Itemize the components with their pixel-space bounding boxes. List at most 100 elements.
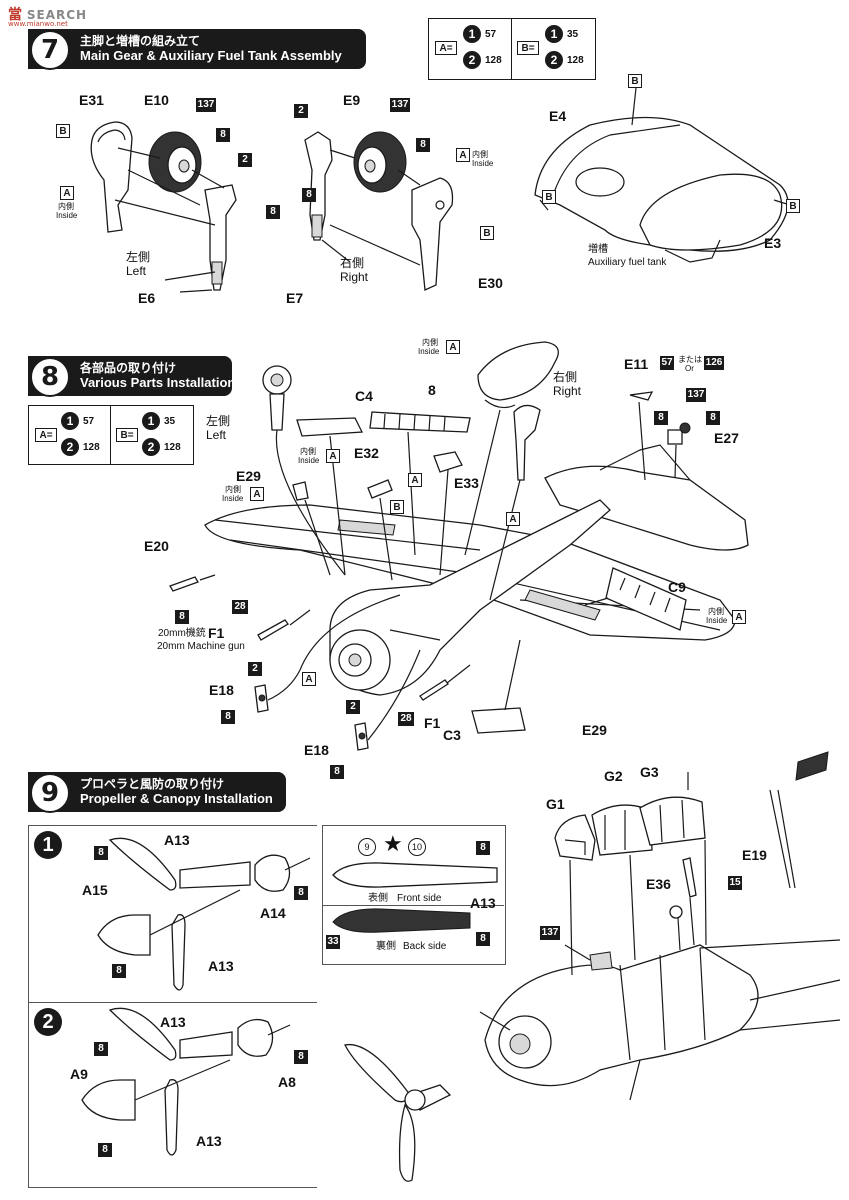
s9-color-8-g: 8	[476, 841, 490, 855]
s8-color-a-2: A	[326, 449, 340, 463]
label-a14: A14	[260, 905, 286, 921]
label-f1-left: F1	[208, 625, 225, 641]
front-ja: 表側	[368, 893, 388, 904]
s8-inside-ja-3: 内側	[225, 485, 241, 494]
color-b-e31: B	[56, 124, 70, 138]
label-e30: E30	[478, 275, 503, 291]
key-b-label: B=	[517, 41, 539, 55]
s8-color-8-a: 8	[654, 411, 668, 425]
label-a13-2b: A13	[196, 1133, 222, 1149]
s8-color-8-d: 8	[221, 710, 235, 724]
key8-a-label: A=	[35, 428, 57, 442]
aircraft-fuselage	[329, 499, 611, 696]
drop-tank	[534, 116, 789, 263]
side-sketch	[769, 751, 829, 889]
label-a9: A9	[70, 1066, 88, 1082]
key-a-step1: 1	[463, 25, 481, 43]
key-b-step1: 1	[545, 25, 563, 43]
color-b-e30: B	[480, 226, 494, 240]
s8-color-126: 126	[704, 356, 724, 370]
watermark-brand: 當	[8, 7, 22, 23]
watermark-url: www.mianwo.net	[8, 20, 68, 28]
wheel-e9	[353, 131, 407, 193]
step8-title-en: Various Parts Installation	[80, 375, 236, 390]
s9-color-8-a: 8	[94, 846, 108, 860]
label-c9: C9	[668, 579, 686, 595]
part-c3	[471, 707, 526, 734]
step7-number: 7	[30, 30, 70, 70]
label-a8: A8	[278, 1074, 296, 1090]
gun-en: 20mm Machine gun	[157, 641, 245, 652]
color-a-e31: A	[60, 186, 74, 200]
propeller-step9	[344, 1043, 452, 1182]
key-b-step2: 2	[545, 51, 563, 69]
label-e29-bottom: E29	[582, 722, 607, 738]
label-e18-left: E18	[209, 682, 234, 698]
step7-title-ja: 主脚と増槽の組み立て	[80, 34, 201, 48]
s8-inside-ja-4: 内側	[708, 607, 724, 616]
color-137-a: 137	[196, 98, 216, 112]
step8-header: 8 各部品の取り付け Various Parts Installation	[28, 356, 236, 397]
s8-inside-en-3: Inside	[222, 494, 244, 503]
key8-b-c1: 35	[164, 416, 176, 427]
s8-color-2-a: 2	[248, 662, 262, 676]
strut-left	[204, 184, 237, 291]
label-c3: C3	[443, 727, 461, 743]
left-ja: 左側	[126, 250, 151, 264]
label-e11: E11	[624, 356, 649, 372]
propeller-assembly-1	[97, 837, 311, 991]
or-ja: または	[678, 355, 702, 364]
label-e9: E9	[343, 92, 361, 108]
s9-color-9: 9	[358, 838, 376, 856]
color-8-b: 8	[266, 205, 280, 219]
blade-panel-divider	[322, 905, 504, 906]
label-e31: E31	[79, 92, 104, 108]
watermark: 當 SEARCH www.mianwo.net	[8, 4, 87, 28]
blade-back-side	[332, 908, 471, 933]
back-en: Back side	[403, 941, 447, 952]
s8-inside-en-1: Inside	[418, 347, 440, 356]
label-a13-2a: A13	[160, 1014, 186, 1030]
blade-front-side	[332, 862, 498, 888]
color-8-c: 8	[416, 138, 430, 152]
s8-color-8-e: 8	[330, 765, 344, 779]
step7-header: 7 主脚と増槽の組み立て Main Gear & Auxiliary Fuel …	[28, 29, 366, 70]
tank-en: Auxiliary fuel tank	[588, 257, 667, 268]
s9-color-15: 15	[728, 876, 742, 890]
gear-door-e30	[411, 177, 454, 291]
key8-b-step2: 2	[142, 438, 160, 456]
step9-number: 9	[30, 773, 70, 813]
left-en: Left	[126, 264, 147, 278]
key-a-label: A=	[435, 41, 457, 55]
label-a13-1a: A13	[164, 832, 190, 848]
s8-color-28-b: 28	[398, 712, 414, 726]
strut-right	[304, 131, 333, 241]
part-e19	[682, 857, 697, 898]
inside-ja-a: 内側	[58, 202, 74, 211]
label-g2: G2	[604, 768, 623, 784]
s8-color-a-7: A	[302, 672, 316, 686]
s9-color-8-h: 8	[476, 932, 490, 946]
s9-color-8-e: 8	[294, 1050, 308, 1064]
label-e7: E7	[286, 290, 304, 306]
back-ja: 裏側	[376, 941, 396, 952]
label-c4: C4	[355, 388, 373, 404]
step9-header: 9 プロペラと風防の取り付け Propeller & Canopy Instal…	[28, 772, 286, 813]
key-b-c1: 35	[567, 29, 579, 40]
part-c8	[369, 411, 471, 433]
propeller-panel-1	[28, 825, 317, 1003]
part-e27	[667, 422, 691, 445]
s8-color-b: B	[390, 500, 404, 514]
color-8-a: 8	[216, 128, 230, 142]
aircraft-nose-step9	[484, 939, 841, 1087]
s8-left-en: Left	[206, 428, 227, 442]
or-en: Or	[685, 364, 694, 373]
gear-door-e31	[90, 121, 133, 233]
part-f1-right	[419, 679, 449, 701]
inside-en-a: Inside	[56, 211, 78, 220]
color-2-b: 2	[294, 104, 308, 118]
label-e19: E19	[742, 847, 767, 863]
propeller-panel-2	[28, 1002, 317, 1188]
step8-number: 8	[30, 357, 70, 397]
label-g3: G3	[640, 764, 659, 780]
